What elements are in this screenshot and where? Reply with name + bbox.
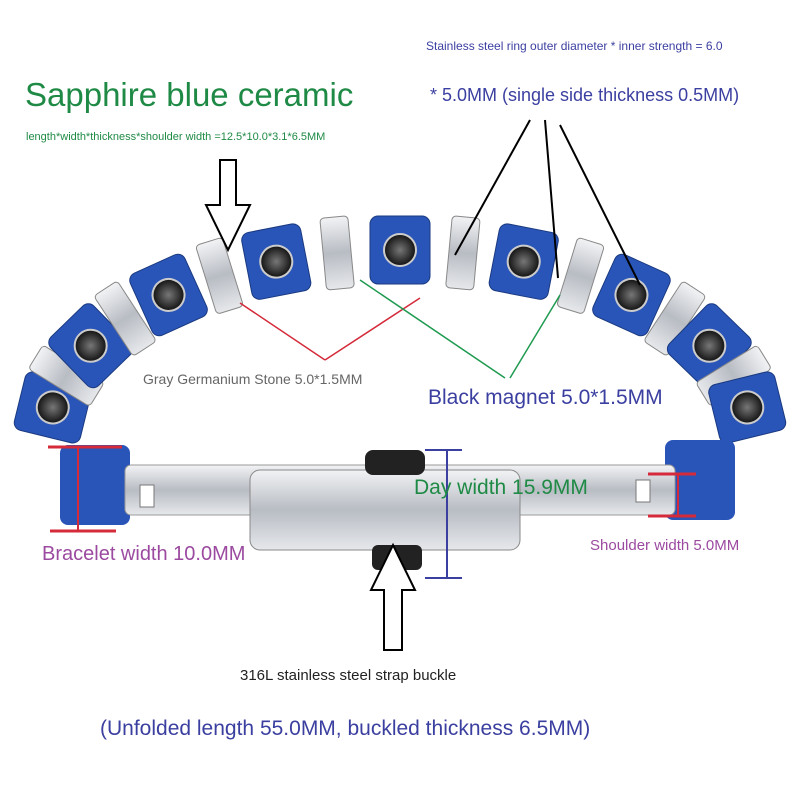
- magnet-stone: [151, 277, 186, 312]
- buckle-top: [365, 450, 425, 475]
- clasp-slot: [635, 479, 651, 503]
- germanium-label: Gray Germanium Stone 5.0*1.5MM: [143, 371, 363, 387]
- bracelet-link: [369, 215, 431, 285]
- bracelet-link: [195, 237, 243, 314]
- magnet-stone: [73, 328, 108, 363]
- germanium-pointer: [239, 302, 326, 361]
- ring-spec-line1: Stainless steel ring outer diameter * in…: [426, 39, 723, 53]
- steel-link: [319, 215, 355, 291]
- down-arrow-icon: [204, 159, 252, 253]
- shoulder-width-label: Shoulder width 5.0MM: [590, 537, 740, 554]
- magnet-pointer: [359, 279, 506, 379]
- steel-link: [445, 215, 481, 291]
- pointer-line: [544, 119, 559, 279]
- magnet-pointer: [509, 294, 561, 379]
- up-arrow-icon: [369, 542, 417, 651]
- right-end-link: [665, 440, 735, 520]
- magnet-stone: [383, 233, 417, 267]
- buckle-label: 316L stainless steel strap buckle: [240, 667, 457, 684]
- bracelet-link: [94, 281, 156, 356]
- bracelet-link: [445, 215, 481, 291]
- day-width-label: Day width 15.9MM: [414, 476, 588, 499]
- magnet-stone: [730, 390, 765, 425]
- bracelet-width-label: Bracelet width 10.0MM: [42, 543, 246, 565]
- bracelet-link: [557, 237, 605, 314]
- ring-spec-line2: * 5.0MM (single side thickness 0.5MM): [430, 85, 740, 105]
- bracelet-link: [48, 303, 134, 389]
- dimensions-text: length*width*thickness*shoulder width =1…: [26, 131, 326, 143]
- bracelet-link: [129, 253, 208, 337]
- germanium-pointer: [324, 297, 421, 361]
- bracelet-link: [488, 223, 559, 300]
- bracelet-link: [319, 215, 355, 291]
- magnet-stone: [692, 328, 727, 363]
- bracelet-link: [241, 223, 312, 300]
- steel-link: [195, 237, 243, 314]
- magnet-stone: [35, 390, 70, 425]
- magnet-label: Black magnet 5.0*1.5MM: [428, 386, 663, 410]
- steel-link: [557, 237, 605, 314]
- clasp-slot: [139, 484, 155, 508]
- pointer-line: [454, 119, 531, 256]
- bracelet-link: [708, 371, 787, 444]
- pointer-line: [559, 124, 641, 286]
- product-title: Sapphire blue ceramic: [25, 76, 354, 113]
- steel-link: [94, 281, 156, 356]
- left-end-link: [60, 445, 130, 525]
- magnet-stone: [506, 244, 541, 279]
- bracelet-link: [592, 253, 671, 337]
- footer-text: (Unfolded length 55.0MM, buckled thickne…: [100, 717, 591, 740]
- magnet-stone: [259, 244, 294, 279]
